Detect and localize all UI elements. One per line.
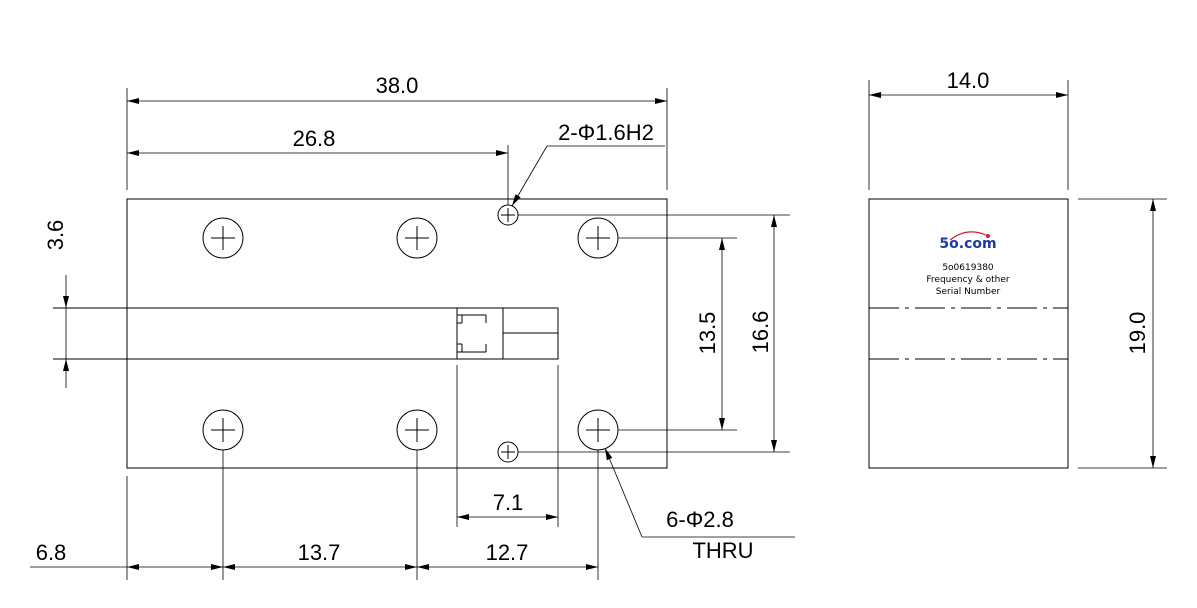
- logo-swoosh-icon: [949, 231, 989, 241]
- dimension-label: 3.6: [43, 220, 68, 251]
- mounting-hole: [202, 217, 244, 259]
- callout-label: 6-Φ2.8: [666, 507, 734, 532]
- side-body-outline: [868, 198, 1069, 469]
- dimension-connector-width: 7.1: [456, 365, 559, 527]
- mounting-hole: [396, 217, 438, 259]
- pin-hole: [497, 441, 519, 463]
- mounting-hole: [202, 409, 244, 451]
- callout-small-holes: 2-Φ1.6H2: [511, 120, 665, 207]
- dimension-hole-spacing: 13.5: [618, 237, 737, 431]
- pin-hole: [497, 204, 519, 226]
- dimension-label: 13.7: [298, 540, 341, 565]
- connector: [456, 307, 559, 360]
- dimension-label: 16.6: [748, 311, 773, 354]
- dimension-label: 26.8: [293, 126, 336, 151]
- dimension-label: 12.7: [486, 540, 529, 565]
- callout-mounting-holes: 6-Φ2.8 THRU: [604, 447, 795, 563]
- mounting-hole: [396, 409, 438, 451]
- dimension-overall-length: 38.0: [126, 73, 668, 190]
- front-view: [53, 198, 668, 469]
- label-line: Frequency & other: [926, 275, 1010, 285]
- callout-label: 2-Φ1.6H2: [558, 120, 654, 145]
- logo-dot-icon: [986, 234, 990, 238]
- brand-logo: 5o.com: [939, 236, 996, 252]
- module-body-outline: [126, 198, 668, 469]
- dimension-side-height: 19.0: [1078, 198, 1167, 469]
- side-view: 5o.com 5o0619380 Frequency & other Seria…: [868, 198, 1069, 469]
- mounting-hole: [577, 409, 619, 451]
- callout-note: THRU: [692, 538, 753, 563]
- dimension-label: 7.1: [493, 490, 524, 515]
- dimension-hole-offset: 26.8: [127, 126, 509, 205]
- mounting-hole: [577, 217, 619, 259]
- dimension-label: 14.0: [947, 68, 990, 93]
- dimension-side-width: 14.0: [868, 68, 1069, 190]
- dimension-label: 6.8: [36, 540, 67, 565]
- dimension-connector-offset: 3.6: [43, 220, 69, 388]
- dimension-label: 13.5: [695, 312, 720, 355]
- label-line: Serial Number: [936, 287, 1001, 297]
- serial-code: 5o0619380: [942, 263, 994, 273]
- dimension-pin-spacing: 16.6: [518, 214, 790, 453]
- dimension-chain-bottom: 6.8 13.7 12.7: [30, 450, 599, 580]
- product-label: 5o.com 5o0619380 Frequency & other Seria…: [926, 231, 1010, 297]
- dimension-label: 19.0: [1125, 312, 1150, 355]
- dimension-label: 38.0: [376, 73, 419, 98]
